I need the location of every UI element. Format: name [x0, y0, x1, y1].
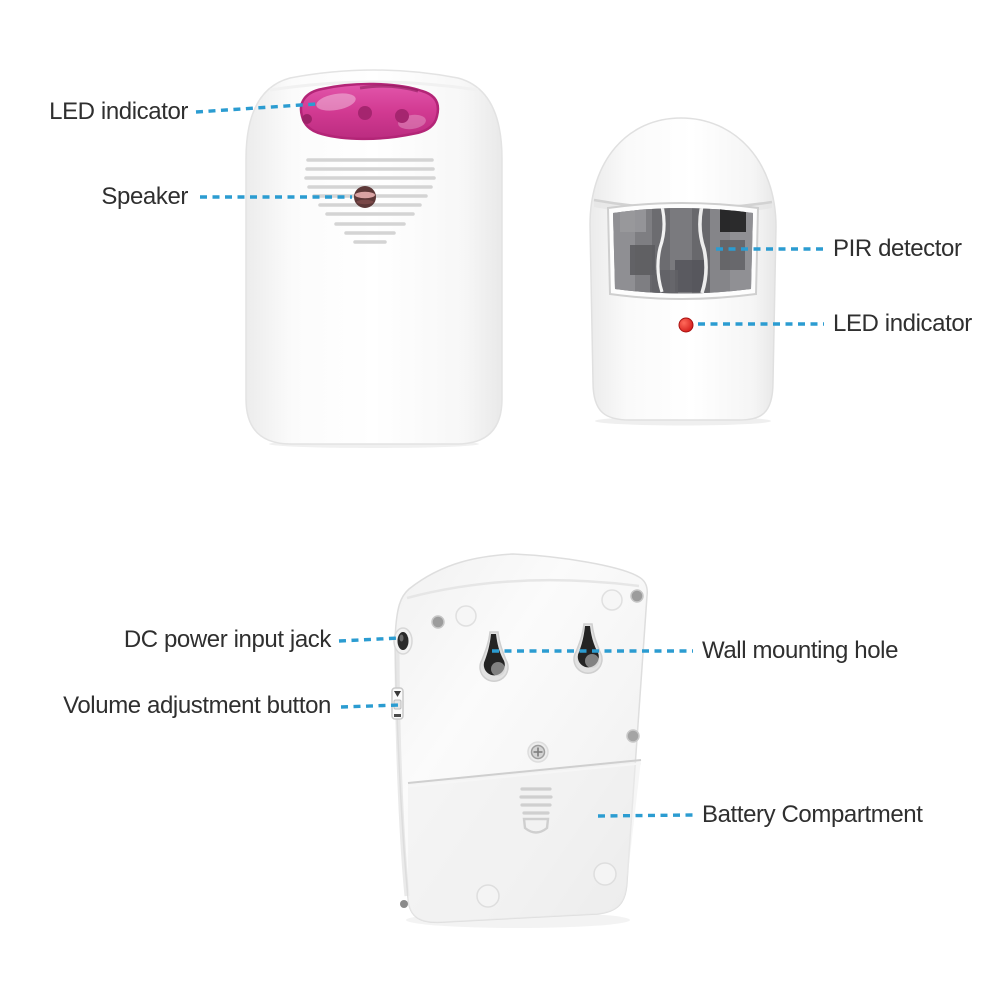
top-highlight [269, 80, 479, 92]
label-speaker: Speaker [101, 183, 188, 210]
wall-mount-keyhole [479, 631, 509, 682]
battery-cover-grip [519, 787, 553, 834]
speaker-led [354, 186, 376, 208]
screw-hole [400, 900, 408, 908]
battery-seam [407, 759, 642, 784]
foot-bump [601, 589, 623, 611]
screw-hole [626, 729, 640, 743]
led-bulb [395, 109, 409, 123]
led-window [299, 82, 440, 141]
screw-hole [630, 589, 644, 603]
led-bulb [302, 114, 312, 124]
foot-bump [476, 884, 500, 908]
left-edge-shading [394, 645, 410, 897]
screw-hole [431, 615, 445, 629]
label-wall-mounting-hole: Wall mounting hole [702, 637, 899, 664]
pir-lens [606, 202, 760, 300]
battery-cover [408, 760, 641, 923]
label-volume-adjustment: Volume adjustment button [63, 692, 331, 719]
wall-mount-keyhole [573, 623, 603, 674]
pir-sensor-image [589, 117, 777, 426]
label-receiver-led-indicator: LED indicator [49, 98, 188, 125]
label-sensor-led-indicator: LED indicator [833, 310, 972, 337]
receiver-body [245, 69, 503, 445]
top-crease [406, 578, 640, 600]
volume-slider [391, 687, 404, 720]
sensor-led [678, 317, 694, 333]
screw [527, 741, 549, 763]
label-dc-power-input-jack: DC power input jack [123, 626, 332, 653]
foot-bump [593, 862, 617, 886]
foot-bump [455, 605, 477, 627]
label-battery-compartment: Battery Compartment [702, 801, 923, 828]
receiver-back-image [391, 553, 648, 928]
led-bulb [358, 106, 372, 120]
battery-seam-highlight [407, 762, 642, 788]
dc-power-jack [393, 627, 413, 655]
receiver-front-image [245, 69, 503, 448]
label-pir-detector: PIR detector [833, 235, 962, 262]
